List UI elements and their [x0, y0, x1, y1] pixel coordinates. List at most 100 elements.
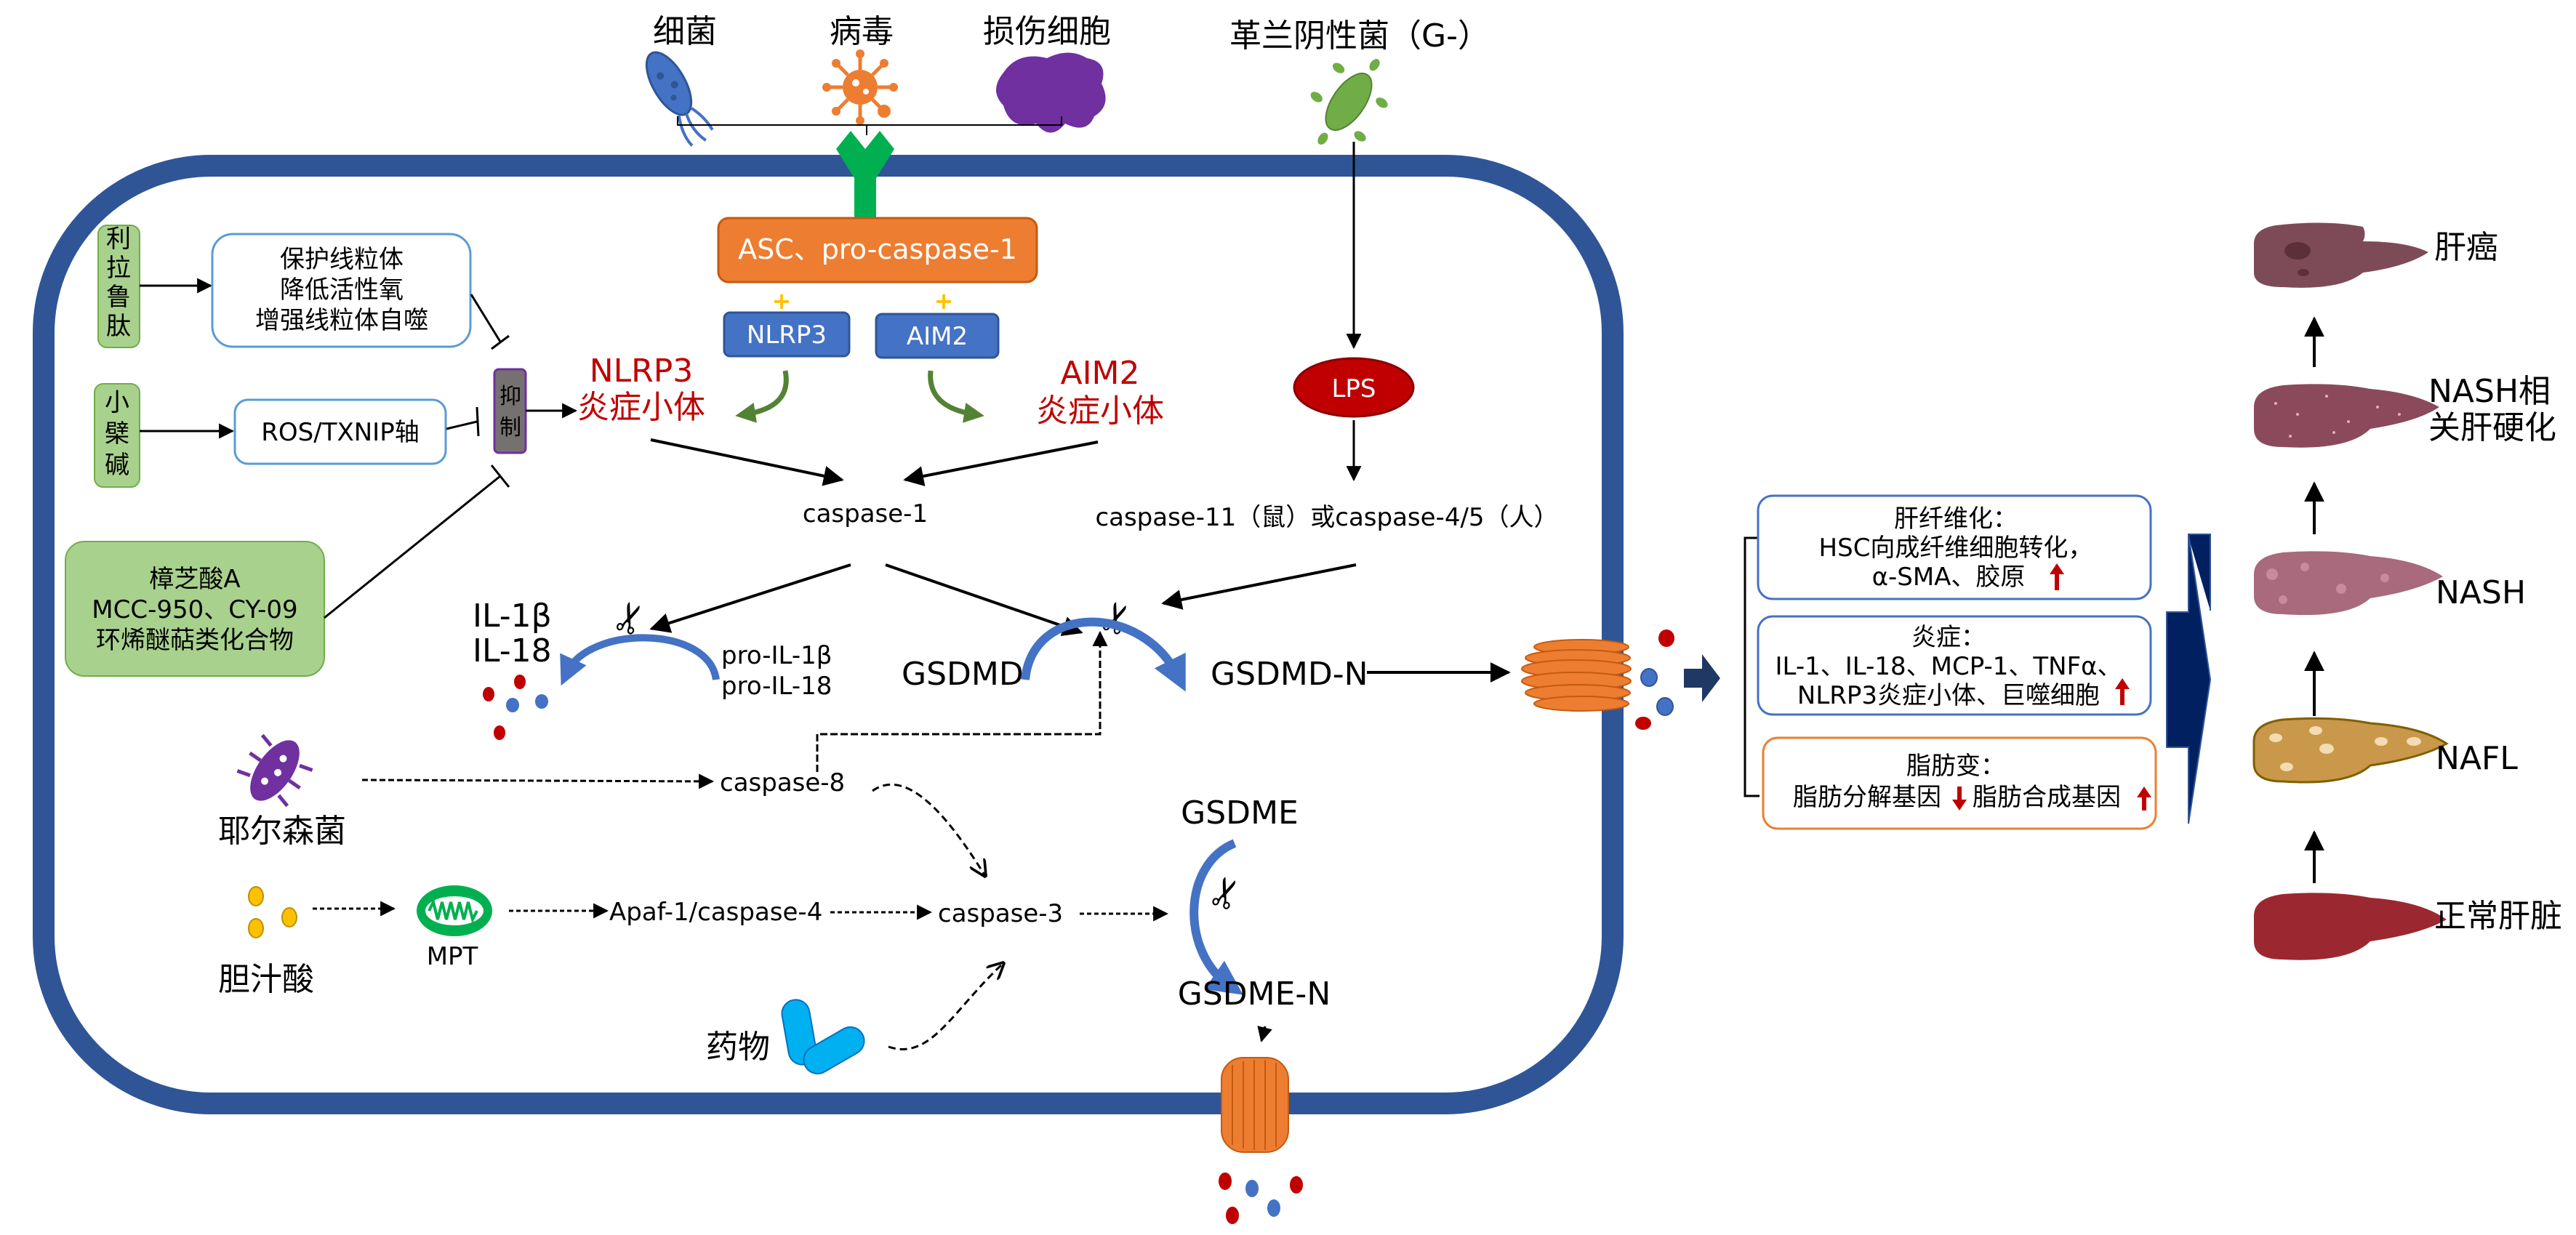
gsdme-pore-icon — [1221, 1057, 1289, 1153]
caspase11-to-gsdmd-arrow — [1161, 563, 1357, 610]
gsdme-label: GSDME — [1181, 794, 1299, 832]
ros-txnip-box — [233, 398, 447, 465]
svg-text:拉: 拉 — [106, 254, 131, 283]
gsdmd-pore-icon — [1521, 639, 1632, 712]
steatosis-box — [1762, 736, 2157, 830]
liraglutide-inhibit-line — [470, 294, 510, 350]
effect-line: 保护线粒体 — [280, 245, 404, 274]
aim2-assembly-arrow — [928, 370, 984, 423]
scissors-icon: ✂ — [1198, 869, 1254, 917]
yersinia-icon — [236, 733, 313, 808]
up-arrow-icon — [2050, 563, 2064, 590]
effect-line: 增强线粒体自噬 — [255, 306, 428, 335]
caspase1-label: caspase-1 — [803, 499, 928, 528]
yersinia-label: 耶尔森菌 — [218, 813, 346, 850]
mitochondria-icon — [417, 885, 492, 936]
nlrp3-inflammasome-label-line2: 炎症小体 — [577, 389, 705, 426]
drug-to-caspase3-arrow — [888, 963, 1003, 1050]
aim2-inflammasome-label-line2: 炎症小体 — [1036, 393, 1164, 430]
steatosis-lipogenesis: 脂肪合成基因 — [1973, 783, 2121, 812]
yersinia-to-caspase8-arrow — [361, 773, 715, 789]
liver-stage-label: 肝癌 — [2434, 229, 2498, 266]
fibrosis-title: 肝纤维化： — [1894, 504, 2018, 534]
berberine-label: 小 — [105, 388, 129, 417]
apaf-label: Apaf-1/caspase-4 — [609, 898, 822, 927]
lps-oval — [1293, 357, 1415, 418]
caspase1-to-gsdmd-arrow — [885, 563, 1083, 636]
steatosis-lipolysis: 脂肪分解基因 — [1793, 783, 1941, 812]
liver-stage-label: NAFL — [2436, 740, 2518, 777]
up-arrow-icon — [2115, 678, 2130, 705]
compound-line: 环烯醚萜类化合物 — [96, 626, 294, 655]
virus-label: 病毒 — [830, 13, 894, 50]
virus-icon — [822, 49, 898, 125]
inhibit-label: 制 — [499, 415, 521, 441]
compound-line: 樟芝酸A — [149, 565, 240, 594]
drug-label: 药物 — [706, 1029, 770, 1066]
liver-stage-label: NASH — [2436, 574, 2526, 611]
berberine-box — [94, 383, 140, 488]
compounds-inhibit-line — [324, 464, 510, 619]
pathogen-bracket — [677, 116, 1062, 135]
ros-txnip-label: ROS/TXNIP轴 — [261, 418, 419, 447]
caspase8-label: caspase-8 — [720, 768, 845, 797]
gsdme-n-label: GSDME-N — [1178, 975, 1331, 1013]
gsdme-released-cytokines — [1219, 1172, 1303, 1224]
nlrp3-assembly-arrow — [735, 370, 789, 423]
inflammation-title: 炎症： — [1911, 623, 1986, 652]
berberine-label: 檗 — [105, 419, 129, 448]
svg-text:利: 利 — [106, 225, 131, 254]
bile-acid-label: 胆汁酸 — [218, 961, 314, 998]
liver-stage-label: 关肝硬化 — [2428, 409, 2556, 446]
damaged-cell-icon — [996, 52, 1106, 133]
liver-cancer-icon — [2254, 222, 2428, 288]
berberine-label: 碱 — [105, 451, 129, 480]
fibrosis-line: HSC向成纤维细胞转化， — [1819, 534, 2093, 563]
gsdme-cleavage-arrow — [1189, 839, 1243, 995]
normal-liver-icon — [2254, 893, 2447, 960]
gram-negative-label: 革兰阴性菌（G-） — [1229, 17, 1490, 55]
lps-label: LPS — [1331, 374, 1376, 403]
gram-negative-bacterium-icon — [1310, 59, 1388, 145]
progression-arrow — [2166, 534, 2212, 824]
mpt-label: MPT — [427, 942, 478, 971]
liraglutide-label: 利 拉 鲁 肽 — [106, 225, 131, 341]
pro-il18-label: pro-IL-18 — [721, 672, 832, 701]
compounds-box — [65, 541, 325, 677]
nlrp3-inflammasome-label-line1: NLRP3 — [590, 353, 694, 390]
aim2-box-label: AIM2 — [907, 322, 968, 351]
nlrp3-box — [723, 311, 851, 358]
nash-liver-icon — [2254, 551, 2443, 616]
inhibit-label: 抑 — [499, 384, 521, 409]
il18-label: IL-18 — [473, 632, 552, 669]
pore-outflow-arrow — [1684, 654, 1720, 702]
effect-line: 降低活性氧 — [280, 275, 404, 305]
receptor-icon — [836, 131, 894, 218]
inflammation-line: IL-1、IL-18、MCP-1、TNFα、 — [1775, 652, 2122, 681]
inflammation-box — [1757, 615, 2152, 716]
cell-membrane — [33, 155, 1624, 1114]
asc-procaspase-label: ASC、pro-caspase-1 — [738, 233, 1017, 265]
caspase8-to-caspase3-arrow — [872, 783, 985, 876]
pro-il1b-label: pro-IL-1β — [721, 641, 832, 670]
caspase11-label: caspase-11（鼠）或caspase-4/5（人） — [1095, 503, 1558, 532]
svg-text:鲁: 鲁 — [106, 283, 131, 312]
nlrp3-box-label: NLRP3 — [747, 321, 827, 350]
bile-acid-icon — [248, 886, 297, 938]
gsdmd-n-label: GSDMD-N — [1211, 656, 1368, 693]
nafl-liver-icon — [2252, 717, 2449, 784]
caspase1-to-il-arrow — [649, 563, 851, 633]
drug-capsule-icon — [781, 999, 865, 1074]
down-arrow-icon — [1952, 787, 1967, 810]
gsdme-n-to-pore-arrow — [1257, 1026, 1272, 1043]
asc-procaspase-box — [717, 217, 1038, 283]
nash-cirrhosis-liver-icon — [2254, 384, 2439, 448]
plus-icon: + — [934, 287, 954, 315]
caspase8-to-gsdmd-arrow — [816, 630, 1108, 772]
liver-stage-label: 正常肝脏 — [2434, 898, 2562, 935]
fibrosis-line: α-SMA、胶原 — [1872, 563, 2026, 592]
il1b-label: IL-1β — [473, 598, 552, 635]
svg-text:肽: 肽 — [106, 312, 131, 341]
gsdmd-label: GSDMD — [902, 656, 1024, 693]
